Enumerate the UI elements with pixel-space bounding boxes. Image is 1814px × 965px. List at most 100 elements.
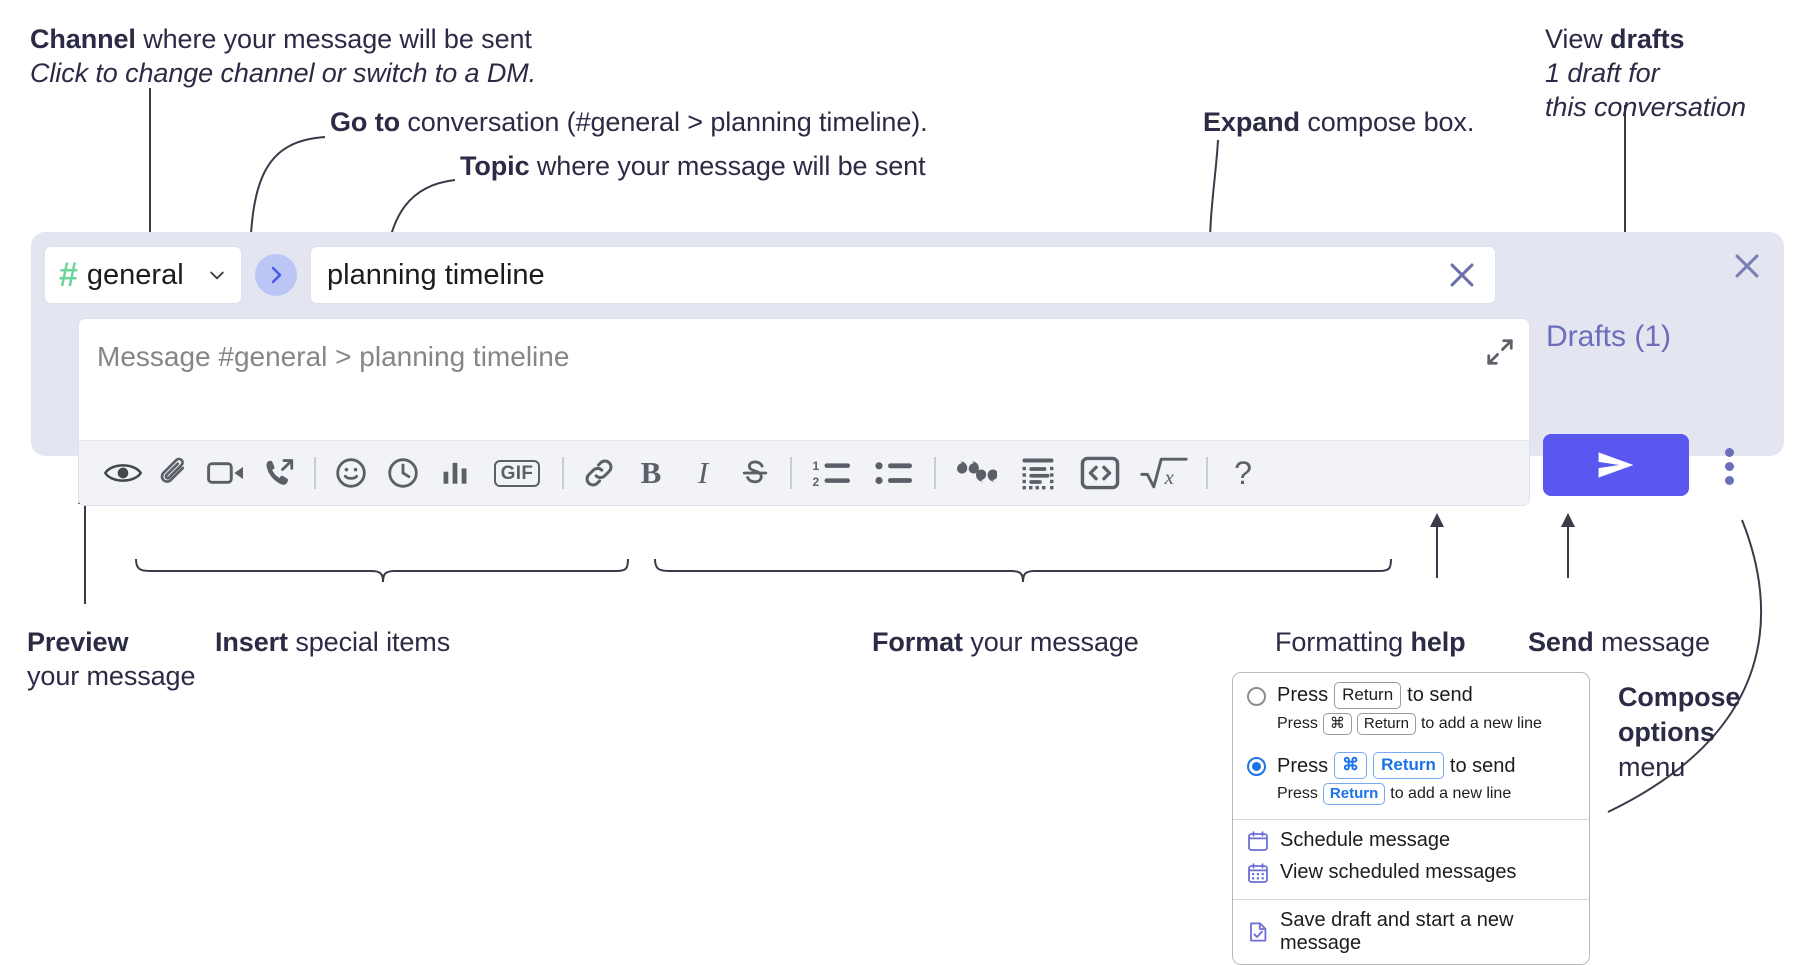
menu-item-label: Save draft and start a new message bbox=[1280, 909, 1514, 955]
svg-text:1: 1 bbox=[813, 459, 820, 473]
expand-icon bbox=[1487, 339, 1513, 365]
toolbar-gif-button[interactable]: GIF bbox=[481, 447, 553, 499]
annotation-topic: Topic where your message will be sent bbox=[460, 150, 926, 184]
annotation-help-bold: help bbox=[1410, 627, 1466, 657]
smiley-icon bbox=[336, 458, 366, 488]
annotation-format-rest: your message bbox=[962, 627, 1139, 657]
option-sub-tail-label: to add a new line bbox=[1420, 715, 1542, 733]
compose-options-button[interactable] bbox=[1725, 448, 1735, 485]
annotation-help: Formatting help bbox=[1275, 626, 1466, 660]
menu-option-return-to-send[interactable]: Press Return to send Press ⌘ Return to a… bbox=[1233, 673, 1589, 743]
toolbar-math-button[interactable]: x bbox=[1131, 447, 1197, 499]
annotation-compose-options: Compose options menu bbox=[1618, 680, 1740, 785]
kebab-dot bbox=[1725, 476, 1734, 485]
annotation-preview-sub: your message bbox=[27, 660, 196, 691]
key-return: Return bbox=[1322, 783, 1386, 806]
menu-item-schedule-message[interactable]: Schedule message bbox=[1233, 820, 1589, 861]
channel-name-label: general bbox=[86, 258, 184, 291]
annotation-goto-rest: conversation (#general > planning timeli… bbox=[399, 107, 928, 137]
annotation-channel-bold: Channel bbox=[30, 24, 136, 54]
option-sub-line: Press ⌘ Return to add a new line bbox=[1277, 712, 1542, 736]
annotation-compose-options-bold1: Compose bbox=[1618, 682, 1741, 712]
menu-divider bbox=[1233, 899, 1589, 901]
annotation-channel-rest: where your message will be sent bbox=[135, 24, 532, 54]
close-icon[interactable] bbox=[1445, 258, 1479, 292]
annotation-channel: Channel where your message will be sent … bbox=[30, 23, 536, 91]
hash-icon: # bbox=[59, 256, 78, 294]
toolbar-italic-button[interactable]: I bbox=[677, 447, 729, 499]
annotation-preview-bold: Preview bbox=[27, 627, 129, 657]
toolbar-reminder-button[interactable] bbox=[377, 447, 429, 499]
toolbar-help-button[interactable]: ? bbox=[1217, 447, 1269, 499]
message-input[interactable]: Message #general > planning timeline bbox=[78, 318, 1530, 440]
annotation-help-pre: Formatting bbox=[1275, 627, 1411, 657]
option-sub-line: Press Return to add a new line bbox=[1277, 783, 1516, 806]
menu-item-label: View scheduled messages bbox=[1280, 861, 1517, 884]
expand-compose-button[interactable] bbox=[1485, 337, 1515, 367]
bold-icon: B bbox=[640, 455, 662, 490]
ordered-list-icon: 1 2 bbox=[813, 459, 850, 488]
annotation-expand-bold: Expand bbox=[1203, 107, 1300, 137]
svg-text:x: x bbox=[1164, 467, 1175, 489]
strikethrough-icon bbox=[742, 460, 768, 484]
toolbar-code-block-button[interactable] bbox=[1007, 447, 1069, 499]
menu-item-view-scheduled[interactable]: View scheduled messages bbox=[1233, 861, 1589, 893]
toolbar-separator bbox=[562, 457, 564, 489]
close-icon bbox=[1735, 254, 1759, 278]
annotation-drafts-sub1: 1 draft for bbox=[1545, 57, 1660, 88]
toolbar-blockquote-button[interactable] bbox=[945, 447, 1007, 499]
italic-icon: I bbox=[697, 455, 709, 490]
toolbar-ordered-list-button[interactable]: 1 2 bbox=[801, 447, 863, 499]
radio-button[interactable] bbox=[1247, 687, 1266, 706]
toolbar-link-button[interactable] bbox=[573, 447, 625, 499]
gif-icon: GIF bbox=[493, 459, 541, 487]
radio-button-selected[interactable] bbox=[1247, 757, 1266, 777]
toolbar-preview-button[interactable] bbox=[97, 447, 149, 499]
goto-conversation-button[interactable] bbox=[255, 254, 297, 296]
annotation-insert-bold: Insert bbox=[215, 627, 288, 657]
annotation-compose-options-bold2: options bbox=[1618, 717, 1715, 748]
toolbar-bold-button[interactable]: B bbox=[625, 447, 677, 499]
annotation-insert: Insert special items bbox=[215, 626, 450, 660]
topic-value: planning timeline bbox=[327, 258, 545, 291]
option-main-line: Press Return to send bbox=[1277, 682, 1542, 709]
annotation-send: Send message bbox=[1528, 626, 1710, 660]
key-return: Return bbox=[1334, 682, 1402, 709]
toolbar-strikethrough-button[interactable] bbox=[729, 447, 781, 499]
menu-option-cmd-return-to-send[interactable]: Press ⌘ Return to send Press Return to a… bbox=[1233, 743, 1589, 813]
toolbar-bulleted-list-button[interactable] bbox=[863, 447, 925, 499]
menu-item-save-draft[interactable]: Save draft and start a new message bbox=[1233, 900, 1589, 964]
annotation-drafts-bold: drafts bbox=[1610, 24, 1685, 54]
toolbar-attach-button[interactable] bbox=[149, 447, 201, 499]
toolbar-separator bbox=[1206, 457, 1208, 489]
link-icon bbox=[585, 459, 613, 487]
annotation-expand-rest: compose box. bbox=[1299, 107, 1475, 137]
menu-divider bbox=[1233, 819, 1589, 821]
annotation-format: Format your message bbox=[872, 626, 1139, 660]
compose-options-menu: Press Return to send Press ⌘ Return to a… bbox=[1232, 672, 1590, 965]
annotation-insert-rest: special items bbox=[287, 627, 451, 657]
annotation-expand: Expand compose box. bbox=[1203, 106, 1474, 140]
close-panel-button[interactable] bbox=[1730, 249, 1764, 283]
toolbar-audio-clip-button[interactable] bbox=[253, 447, 305, 499]
calendar-clock-icon bbox=[1248, 831, 1268, 851]
annotation-format-bold: Format bbox=[872, 627, 963, 657]
eye-icon bbox=[104, 464, 142, 482]
message-placeholder: Message #general > planning timeline bbox=[97, 341, 570, 372]
drafts-link[interactable]: Drafts (1) bbox=[1546, 320, 1672, 353]
toolbar-poll-button[interactable] bbox=[429, 447, 481, 499]
option-sub-tail-label: to add a new line bbox=[1390, 785, 1512, 803]
option-press-label: Press bbox=[1277, 754, 1329, 777]
annotation-drafts: View drafts 1 draft for this conversatio… bbox=[1545, 23, 1746, 124]
topic-input[interactable]: planning timeline bbox=[310, 246, 1496, 304]
clock-icon bbox=[388, 458, 418, 488]
calendar-grid-icon bbox=[1248, 863, 1268, 883]
toolbar-emoji-button[interactable] bbox=[325, 447, 377, 499]
option-tail-label: to send bbox=[1407, 684, 1473, 707]
toolbar-code-button[interactable] bbox=[1069, 447, 1131, 499]
toolbar-video-clip-button[interactable] bbox=[201, 447, 253, 499]
math-sqrt-icon: x bbox=[1140, 457, 1188, 489]
send-message-button[interactable] bbox=[1543, 434, 1689, 496]
channel-selector[interactable]: # general bbox=[44, 246, 242, 304]
code-icon bbox=[1080, 456, 1120, 490]
